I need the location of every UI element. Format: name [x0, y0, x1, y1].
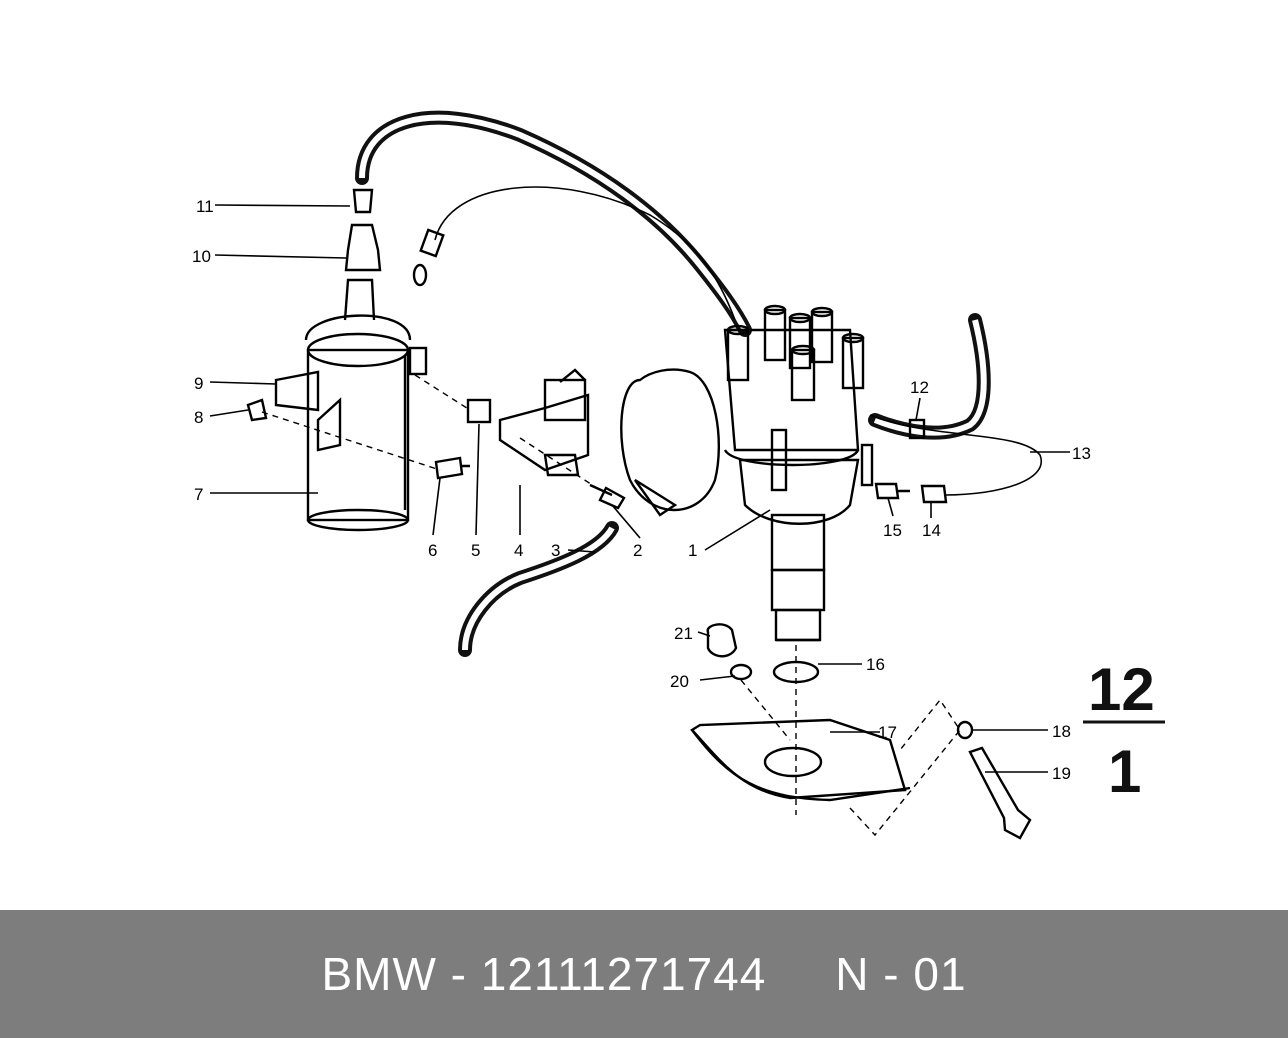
clip-part-5 [466, 398, 492, 424]
lt-wire [434, 186, 736, 321]
callout-6: 6 [428, 541, 437, 560]
callout-4: 4 [514, 541, 523, 560]
callout-5: 5 [471, 541, 480, 560]
callout-18: 18 [1052, 722, 1071, 741]
footer-label: BMW - 12111271744 N - 01 [321, 948, 967, 1000]
leader-lines [209, 204, 1070, 773]
wire-connector [419, 228, 445, 258]
screw-part-8 [246, 398, 268, 422]
wire-terminal [412, 263, 428, 287]
cap-part-11 [352, 188, 374, 214]
callout-11: 11 [196, 197, 214, 216]
callout-14: 14 [922, 521, 941, 540]
washer-part-18 [956, 720, 974, 740]
figure-ref-bottom: 1 [1108, 738, 1141, 805]
callout-13: 13 [1072, 444, 1091, 463]
callout-1: 1 [688, 541, 697, 560]
footer-bar: BMW - 12111271744 N - 01 [0, 910, 1288, 1038]
callout-7: 7 [194, 485, 203, 504]
callout-2: 2 [633, 541, 642, 560]
plate-part-17 [690, 718, 911, 802]
bolt-part-6 [434, 456, 470, 480]
connector-part-15 [874, 482, 910, 500]
callout-21: 21 [674, 624, 693, 643]
footer-brand: BMW [321, 948, 437, 1000]
bracket-part-4 [498, 368, 590, 477]
distributor [620, 304, 874, 642]
callout-10: 10 [192, 247, 211, 266]
callout-15: 15 [883, 521, 902, 540]
callout-9: 9 [194, 374, 203, 393]
callout-3: 3 [551, 541, 560, 560]
footer-part-number: 12111271744 [480, 948, 767, 1000]
washer-part-20 [729, 663, 753, 681]
exploded-view-drawing: 1 2 3 4 5 6 7 8 9 10 11 12 13 14 15 16 1… [192, 110, 1165, 840]
ignition-coil [274, 278, 428, 532]
callout-19: 19 [1052, 764, 1071, 783]
callout-16: 16 [866, 655, 885, 674]
bolt-part-19 [968, 746, 1032, 840]
connector-part-14 [920, 484, 948, 504]
callout-8: 8 [194, 408, 203, 427]
ht-cable-inner [359, 114, 748, 332]
footer-code: N - 01 [835, 948, 967, 1000]
callout-20: 20 [670, 672, 689, 691]
wire-part-13 [869, 414, 1043, 496]
parts-diagram: 1 2 3 4 5 6 7 8 9 10 11 12 13 14 15 16 1… [192, 110, 1165, 840]
screw-part-2 [589, 483, 626, 510]
nut-part-21 [706, 623, 738, 658]
callout-12: 12 [910, 378, 929, 397]
boot-part-10 [344, 223, 382, 272]
figure-ref-top: 12 [1088, 656, 1155, 723]
callout-17: 17 [878, 723, 897, 742]
wire-part-12 [868, 313, 991, 440]
